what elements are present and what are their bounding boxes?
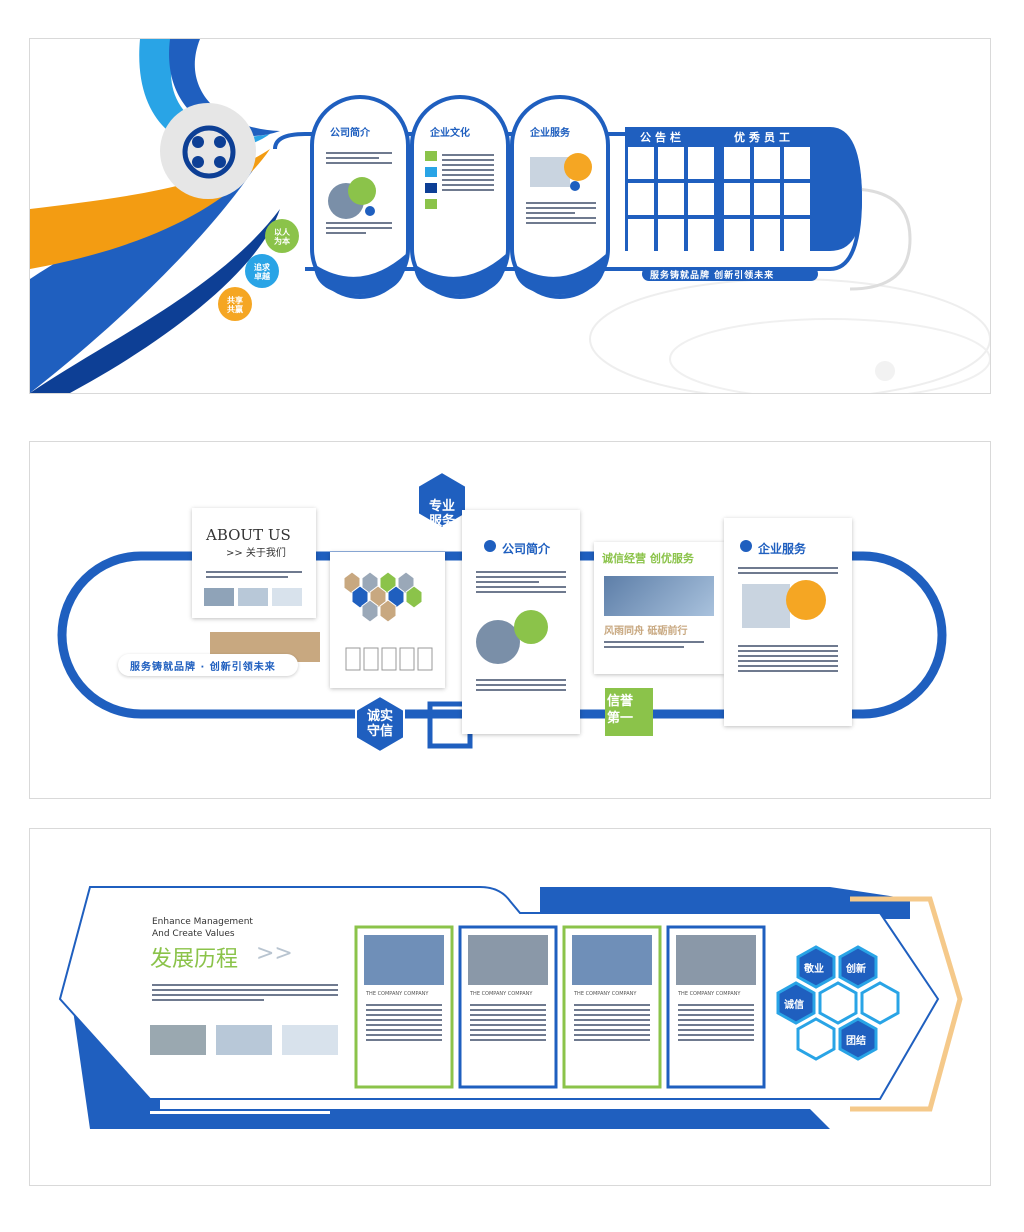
service-orange-circle	[786, 580, 826, 620]
team-honeycomb-card	[330, 552, 445, 688]
development-history-title: 发展历程	[150, 947, 239, 972]
about-us-title: ABOUT US	[206, 526, 291, 544]
outstanding-staff-title: 优秀员工	[734, 131, 794, 144]
about-us-card: ABOUT US >> 关于我们	[192, 508, 316, 618]
badge-pursue-excellence: 追求卓越	[254, 263, 270, 281]
badge-people-first: 以人为本	[274, 228, 290, 246]
intro-bullet-icon	[484, 540, 496, 552]
card3-text-lines	[526, 199, 596, 227]
integrity-card: 诚信经营 创优服务 风雨同舟 砥砺前行	[594, 542, 724, 674]
intro-photo	[476, 620, 520, 664]
hex-label-innovation: 创新	[846, 964, 866, 975]
service-title: 企业服务	[758, 542, 807, 556]
card-caption-3: THE COMPANY COMPANY	[574, 991, 637, 997]
english-line-1: Enhance Management	[152, 917, 253, 927]
service-bullet-icon	[740, 540, 752, 552]
card-culture-title: 企业文化	[430, 128, 470, 139]
wall-design-panel-2: ABOUT US >> 关于我们	[29, 441, 991, 799]
company-intro-title: 公司简介	[502, 542, 551, 556]
about-us-subtitle: >> 关于我们	[226, 548, 286, 559]
wind-rain-slogan: 风雨同舟 砥砺前行	[604, 626, 688, 637]
credit-first-tag: 信誉 第一	[607, 694, 634, 726]
english-line-2: And Create Values	[152, 929, 235, 939]
hex-professional-service: 专业 服务	[428, 499, 455, 529]
card1-text-lines-2	[326, 219, 392, 237]
honeycomb-graphic	[343, 571, 433, 671]
card-company-intro-title: 公司简介	[330, 128, 370, 139]
hex-label-unity: 团结	[846, 1036, 866, 1047]
title-arrows-icon: >>	[256, 941, 293, 966]
history-photo-3	[282, 1025, 338, 1055]
history-text-lines	[152, 981, 338, 1004]
building-photo	[604, 576, 714, 616]
history-photo-1	[150, 1025, 206, 1055]
hex-label-integrity: 诚信	[784, 1000, 804, 1011]
handshake-photo	[742, 584, 790, 628]
wall-design-panel-3: Enhance Management And Create Values 发展历…	[29, 828, 991, 1186]
card2-text-lines	[442, 151, 494, 194]
about-photo-2	[238, 588, 268, 606]
about-photo-1	[204, 588, 234, 606]
hex-honest-trust: 诚实 守信	[366, 709, 393, 739]
about-photo-3	[272, 588, 302, 606]
bulletin-board-title: 公告栏	[640, 131, 685, 144]
wall-design-panel-1: 以人为本 追求卓越 共享共赢 公司简介 企业文化 企业服务 公告栏 优秀员工 服…	[29, 38, 991, 394]
panel1-slogan: 服务铸就品牌 创新引领未来	[650, 271, 775, 281]
card-service-title: 企业服务	[530, 128, 570, 139]
integrity-title: 诚信经营 创优服务	[602, 552, 694, 565]
card-caption-4: THE COMPANY COMPANY	[678, 991, 741, 997]
service-card: 企业服务	[724, 518, 852, 726]
panel2-slogan: 服务铸就品牌 · 创新引领未来	[130, 662, 276, 673]
hex-label-dedication: 敬业	[804, 964, 824, 975]
history-photo-2	[216, 1025, 272, 1055]
card-caption-1: THE COMPANY COMPANY	[366, 991, 429, 997]
panel3-graphics	[58, 886, 963, 1129]
panel1-graphics	[30, 39, 990, 393]
badge-share-win: 共享共赢	[227, 296, 243, 314]
company-intro-card: 公司简介	[462, 510, 580, 734]
card1-text-lines	[326, 149, 392, 167]
intro-green-circle	[514, 610, 548, 644]
card-caption-2: THE COMPANY COMPANY	[470, 991, 533, 997]
panel2-slogan-bar: 服务铸就品牌 · 创新引领未来	[118, 654, 298, 676]
